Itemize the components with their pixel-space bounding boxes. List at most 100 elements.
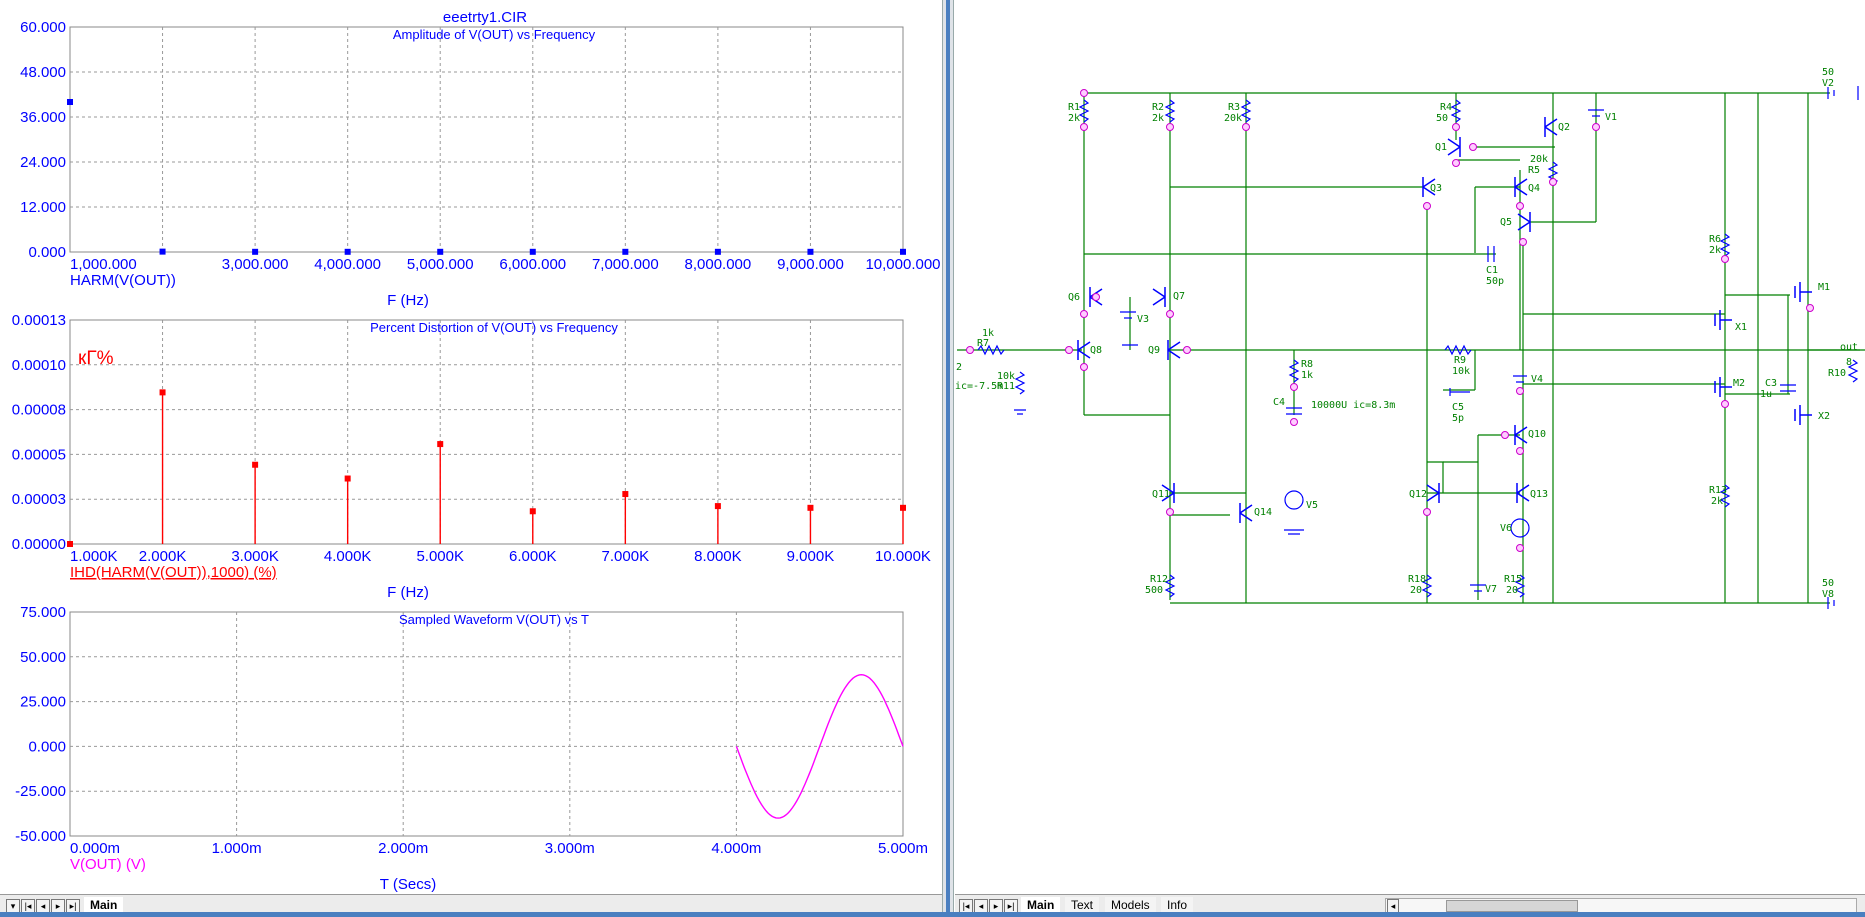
node-dot xyxy=(1721,255,1729,263)
label-q13: Q13 xyxy=(1530,489,1548,500)
transistor-symbol xyxy=(1517,212,1531,232)
label-r7: R7 xyxy=(977,338,989,349)
node-dot xyxy=(1166,508,1174,516)
y-tick-label: 12.000 xyxy=(20,199,66,216)
first-page-button[interactable]: |◂ xyxy=(959,899,973,913)
node-dot xyxy=(1516,544,1524,552)
y-tick-label: 0.00000 xyxy=(12,536,66,553)
label-c5: C5 xyxy=(1452,402,1464,413)
legend-label[interactable]: IHD(HARM(V(OUT)),1000) (%) xyxy=(70,564,277,581)
x-tick-label: 5.000m xyxy=(878,840,928,857)
tab-models[interactable]: Models xyxy=(1105,897,1156,914)
label-v7: V7 xyxy=(1485,584,1497,595)
label-c1: C1 xyxy=(1486,265,1498,276)
mosfet-symbol xyxy=(1714,377,1732,397)
data-point xyxy=(529,508,536,515)
transistor-symbol xyxy=(1426,483,1440,503)
x-tick-label: 10.000K xyxy=(875,548,931,565)
label-v6: V6 xyxy=(1500,523,1512,534)
first-page-button[interactable]: |◂ xyxy=(21,899,35,913)
plot-frame xyxy=(69,319,904,545)
data-marks xyxy=(735,673,904,819)
node-dot xyxy=(1290,383,1298,391)
label-r18: R18 xyxy=(1408,574,1426,585)
data-point xyxy=(807,248,814,255)
label-q5: Q5 xyxy=(1500,217,1512,228)
plot-title: Percent Distortion of V(OUT) vs Frequenc… xyxy=(370,320,618,335)
transistor-symbol xyxy=(1544,117,1558,137)
value-r1: 2k xyxy=(1068,113,1080,124)
label-m2: M2 xyxy=(1733,378,1745,389)
label-out: out xyxy=(1840,342,1858,353)
last-page-button[interactable]: ▸| xyxy=(1004,899,1018,913)
analysis-plots: eeetrty1.CIR Amplitude of V(OUT) vs Freq… xyxy=(12,9,941,893)
transistors xyxy=(1077,117,1812,523)
data-marks xyxy=(67,389,906,547)
data-point xyxy=(159,389,166,396)
node-markers xyxy=(966,89,1814,552)
value-r11: 10k xyxy=(997,371,1015,382)
value-r18: 20 xyxy=(1410,585,1422,596)
legend-label[interactable]: HARM(V(OUT)) xyxy=(70,272,176,289)
battery-symbol xyxy=(1470,584,1486,592)
x-tick-label: 3,000.000 xyxy=(222,256,289,273)
x-tick-label: 8,000.000 xyxy=(685,256,752,273)
label-r6: R6 xyxy=(1709,234,1721,245)
plot-frame xyxy=(69,611,904,837)
next-page-button[interactable]: ▸ xyxy=(51,899,65,913)
next-page-button[interactable]: ▸ xyxy=(989,899,1003,913)
y-tick-label: 0.00003 xyxy=(12,491,66,508)
scroll-thumb[interactable] xyxy=(1446,900,1578,912)
schematic-window: R1 2k R2 2k R3 20k R4 50 Q1 Q2 V1 20k R5… xyxy=(955,0,1865,917)
value-r6: 2k xyxy=(1709,245,1721,256)
window-bottom-border xyxy=(0,912,1865,917)
x-tick-label: 5.000K xyxy=(416,548,464,565)
resistor-symbol xyxy=(1514,574,1526,598)
resistor-symbol xyxy=(1014,371,1026,395)
circuit-title: eeetrty1.CIR xyxy=(443,9,527,26)
y-tick-label: 0.00008 xyxy=(12,402,66,419)
data-point xyxy=(714,503,721,510)
window-splitter[interactable] xyxy=(942,0,954,917)
x-tick-label: 4.000K xyxy=(324,548,372,565)
waveform-plot[interactable]: Sampled Waveform V(OUT) vs T 75.00050.00… xyxy=(15,604,928,893)
y-tick-label: 0.00010 xyxy=(12,357,66,374)
distortion-plot[interactable]: Percent Distortion of V(OUT) vs Frequenc… xyxy=(12,312,931,601)
prev-page-button[interactable]: ◂ xyxy=(974,899,988,913)
legend-label[interactable]: V(OUT) (V) xyxy=(70,856,146,873)
value-c1: 50p xyxy=(1486,276,1504,287)
value-r12: 500 xyxy=(1145,585,1163,596)
amplitude-plot[interactable]: Amplitude of V(OUT) vs Frequency 60.0004… xyxy=(20,19,940,309)
label-ic: ic=-7.5m xyxy=(955,381,1003,392)
last-page-button[interactable]: ▸| xyxy=(66,899,80,913)
node-dot xyxy=(1242,123,1250,131)
unit-marker: кГ% xyxy=(78,348,114,369)
value-v8: 50 xyxy=(1822,578,1834,589)
data-point xyxy=(714,248,721,255)
data-point xyxy=(67,541,73,547)
y-tick-label: 24.000 xyxy=(20,154,66,171)
x-tick-label: 10,000.000 xyxy=(865,256,940,273)
horizontal-scrollbar[interactable]: ◂ xyxy=(1385,898,1857,914)
label-q2: Q2 xyxy=(1558,122,1570,133)
component-labels: R1 2k R2 2k R3 20k R4 50 Q1 Q2 V1 20k R5… xyxy=(955,67,1858,600)
scroll-left-button[interactable]: ◂ xyxy=(1387,899,1399,913)
x-tick-label: 7,000.000 xyxy=(592,256,659,273)
y-tick-labels: 0.000130.000100.000080.000050.000030.000… xyxy=(12,312,66,553)
resistors xyxy=(977,99,1859,598)
node-dot xyxy=(1452,159,1460,167)
value-c5: 5p xyxy=(1452,413,1464,424)
data-point xyxy=(159,248,166,255)
x-tick-label: 6.000K xyxy=(509,548,557,565)
node-dot xyxy=(1423,508,1431,516)
resistor-symbol xyxy=(1847,359,1859,383)
dropdown-button[interactable]: ▾ xyxy=(6,899,20,913)
prev-page-button[interactable]: ◂ xyxy=(36,899,50,913)
y-tick-label: -50.000 xyxy=(15,828,66,845)
capacitor-symbol xyxy=(1780,384,1796,392)
label-r11: R11 xyxy=(997,381,1015,392)
schematic-canvas[interactable]: R1 2k R2 2k R3 20k R4 50 Q1 Q2 V1 20k R5… xyxy=(955,0,1865,895)
